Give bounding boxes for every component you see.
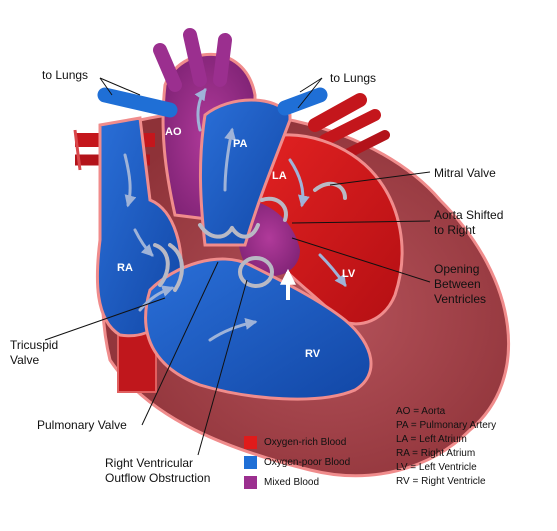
label-opening-line2: Between [434,277,481,291]
chamber-la: LA [272,170,287,182]
label-aorta-shifted-line2: to Right [434,223,476,237]
valves [153,181,347,292]
abbr-ra: RA = Right Atrium [396,448,476,459]
legend-swatch-mixed [244,475,257,489]
legend-swatch-oxygen-poor [244,455,257,469]
label-to-lungs-right: to Lungs [330,71,377,85]
abbr-pa: PA = Pulmonary Artery [396,420,497,431]
label-rvoto-line1: Right Ventricular [105,456,194,470]
abbr-la: LA = Left Atrium [396,434,467,445]
pulmonary-branch-left [97,87,178,118]
legend-label-oxygen-rich: Oxygen-rich Blood [264,436,347,448]
legend-label-oxygen-poor: Oxygen-poor Blood [264,456,351,468]
label-opening: Opening Between Ventricles [434,262,486,307]
chamber-rv: RV [305,348,321,360]
abbr-rv: RV = Right Ventricle [396,476,486,487]
chamber-pa: PA [233,138,248,150]
label-aorta-shifted: Aorta Shifted to Right [434,208,503,238]
label-tricuspid: Tricuspid Valve [10,338,58,368]
leader-lines [44,77,431,456]
label-mitral-valve: Mitral Valve [434,166,496,180]
label-to-lungs-left: to Lungs [42,68,89,82]
legend-item-oxygen-poor: Oxygen-poor Blood [244,455,350,469]
label-rvoto: Right Ventricular Outflow Obstruction [105,456,210,486]
label-pulmonary-valve: Pulmonary Valve [37,418,127,432]
legend-swatch-oxygen-rich [244,435,257,449]
chamber-ra: RA [117,262,133,274]
abbr-ao: AO = Aorta [396,406,446,417]
pulmonary-artery [199,98,292,247]
label-opening-line1: Opening [434,262,480,276]
flow-arrows [123,88,347,342]
legend-item-mixed: Mixed Blood [244,475,319,489]
chamber-lv: LV [342,268,356,280]
aorta-top-branches [153,28,232,92]
label-tricuspid-line2: Valve [10,353,40,367]
abbr-lv: LV = Left Ventricle [396,462,477,473]
pulmonary-branch-right [277,87,328,116]
label-tricuspid-line1: Tricuspid [10,338,59,352]
label-aorta-shifted-line1: Aorta Shifted [434,208,504,222]
label-opening-line3: Ventricles [434,292,487,306]
chamber-ao: AO [165,126,182,138]
legend-label-mixed: Mixed Blood [264,476,320,488]
label-rvoto-line2: Outflow Obstruction [105,471,211,485]
legend-item-oxygen-rich: Oxygen-rich Blood [244,435,346,449]
